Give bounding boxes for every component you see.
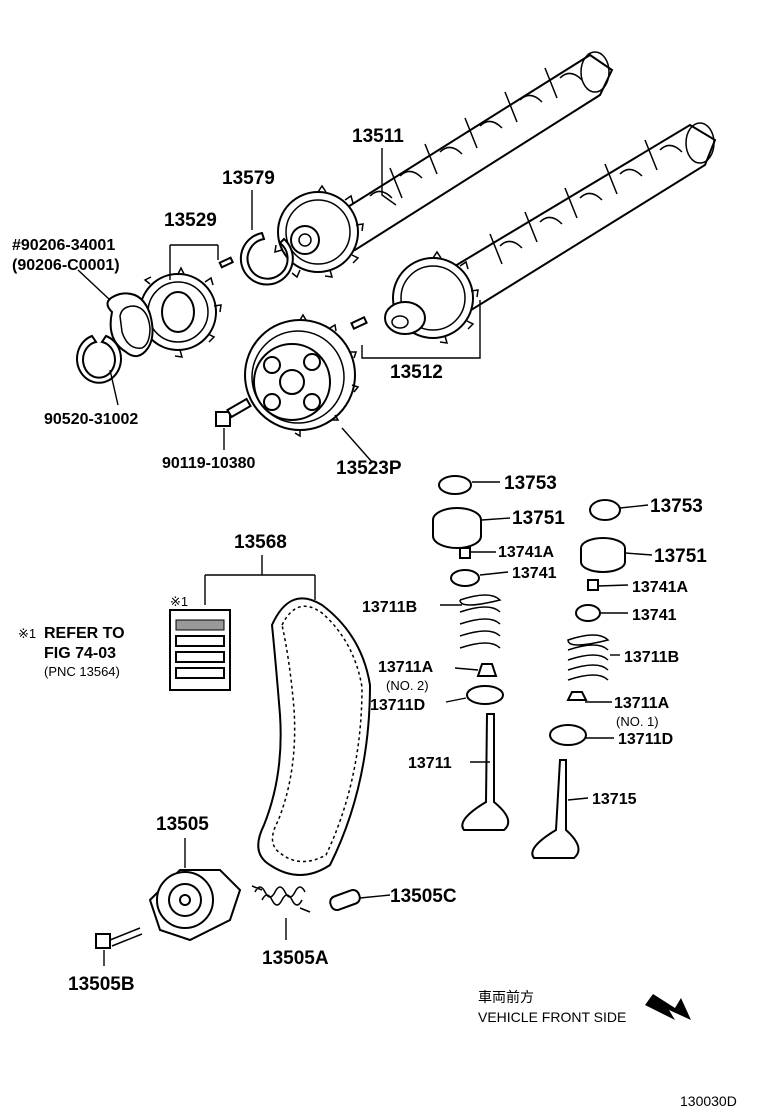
label-13579: 13579 — [222, 168, 275, 189]
valvetrain-right — [531, 499, 626, 859]
camshaft-13512 — [350, 122, 717, 344]
label-13753-right: 13753 — [650, 496, 703, 517]
label-90119-10380: 90119-10380 — [162, 455, 256, 472]
label-13505A: 13505A — [262, 948, 329, 969]
label-13711D-left: 13711D — [370, 697, 425, 714]
label-13741-right: 13741 — [632, 607, 677, 624]
pin-13505C — [329, 888, 361, 912]
label-13741-left: 13741 — [512, 565, 557, 582]
label-13711D-right: 13711D — [618, 731, 673, 748]
label-13505: 13505 — [156, 814, 209, 835]
label-13711B-right: 13711B — [624, 649, 679, 666]
knock-pin-13512 — [350, 315, 368, 331]
label-13529: 13529 — [164, 210, 217, 231]
label-13741A-left: 13741A — [498, 544, 554, 561]
refer-line-3: (PNC 13564) — [44, 664, 120, 679]
arrow-down-right-icon — [645, 994, 691, 1020]
valvetrain-left — [432, 475, 510, 831]
bolt-90119 — [215, 397, 252, 427]
snap-ring-13579 — [239, 231, 294, 286]
label-13505B: 13505B — [68, 974, 135, 995]
direction-english: VEHICLE FRONT SIDE — [478, 1009, 626, 1025]
label-90206-34001: #90206-34001 — [12, 237, 115, 254]
label-90206-C0001: (90206-C0001) — [12, 257, 120, 274]
tensioner-13505 — [148, 869, 242, 942]
label-13751-left: 13751 — [512, 508, 565, 529]
snap-ring-90520 — [76, 334, 122, 384]
label-13511: 13511 — [352, 126, 404, 147]
label-13711A-left: 13711A — [378, 659, 434, 676]
direction-japanese: 車両前方 — [478, 989, 534, 1005]
refer-line-2: FIG 74-03 — [44, 645, 116, 662]
label-13512: 13512 — [390, 362, 443, 383]
label-13753-left: 13753 — [504, 473, 557, 494]
timing-pulley-13523P — [244, 313, 360, 438]
leader-lines — [77, 148, 653, 966]
refer-line-1: REFER TO — [44, 625, 125, 642]
reference-table-icon — [169, 609, 231, 691]
label-13505C: 13505C — [390, 886, 457, 907]
refer-mark: ※1 — [18, 626, 36, 641]
label-13711B-left: 13711B — [362, 599, 417, 616]
label-90520-31002: 90520-31002 — [44, 411, 138, 428]
bolt-13505B — [95, 927, 143, 949]
label-no2: (NO. 2) — [386, 678, 429, 693]
label-13711: 13711 — [408, 755, 452, 772]
label-mark-1: ※1 — [170, 594, 188, 609]
label-13711A-right: 13711A — [614, 695, 670, 712]
label-13715: 13715 — [592, 791, 637, 808]
wave-washer-90206 — [106, 292, 154, 358]
spring-13505A — [251, 885, 311, 913]
label-13568: 13568 — [234, 532, 287, 553]
label-13751-right: 13751 — [654, 546, 707, 567]
figure-id: 130030D — [680, 1093, 737, 1109]
camshaft-13511 — [274, 51, 614, 279]
label-13523P: 13523P — [336, 458, 402, 479]
label-13741A-right: 13741A — [632, 579, 688, 596]
timing-belt-13568 — [257, 597, 372, 876]
label-no1: (NO. 1) — [616, 714, 659, 729]
